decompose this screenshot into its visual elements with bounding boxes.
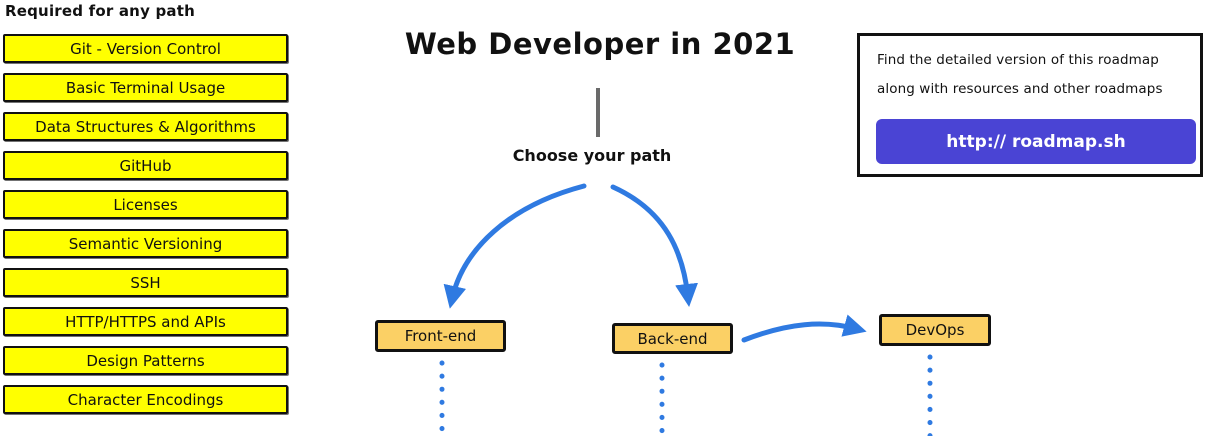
info-text-line-1: Find the detailed version of this roadma… [877, 52, 1159, 68]
path-box-back-end[interactable]: Back-end [612, 323, 733, 354]
arrow-to-front-end [443, 183, 587, 309]
required-topic-box[interactable]: Character Encodings [3, 385, 288, 414]
required-topic-box[interactable]: Semantic Versioning [3, 229, 288, 258]
required-topic-box[interactable]: Basic Terminal Usage [3, 73, 288, 102]
required-topic-box[interactable]: Design Patterns [3, 346, 288, 375]
path-box-devops[interactable]: DevOps [879, 314, 991, 346]
page-title: Web Developer in 2021 [404, 27, 796, 61]
roadmap-link-button[interactable]: http:// roadmap.sh [876, 119, 1196, 164]
arrow-to-back-end [610, 184, 698, 307]
required-topics-title: Required for any path [5, 2, 195, 20]
required-topics-panel: Required for any path Git - Version Cont… [3, 2, 290, 424]
required-topic-box[interactable]: GitHub [3, 151, 288, 180]
arrow-to-devops [741, 314, 867, 343]
required-topic-box[interactable]: HTTP/HTTPS and APIs [3, 307, 288, 336]
required-topic-box[interactable]: Data Structures & Algorithms [3, 112, 288, 141]
required-topic-box[interactable]: SSH [3, 268, 288, 297]
choose-your-path-label: Choose your path [512, 146, 672, 165]
required-topic-box[interactable]: Git - Version Control [3, 34, 288, 63]
info-box: Find the detailed version of this roadma… [857, 33, 1203, 177]
info-text-line-2: along with resources and other roadmaps [877, 81, 1163, 97]
path-box-front-end[interactable]: Front-end [375, 320, 506, 352]
required-topic-box[interactable]: Licenses [3, 190, 288, 219]
